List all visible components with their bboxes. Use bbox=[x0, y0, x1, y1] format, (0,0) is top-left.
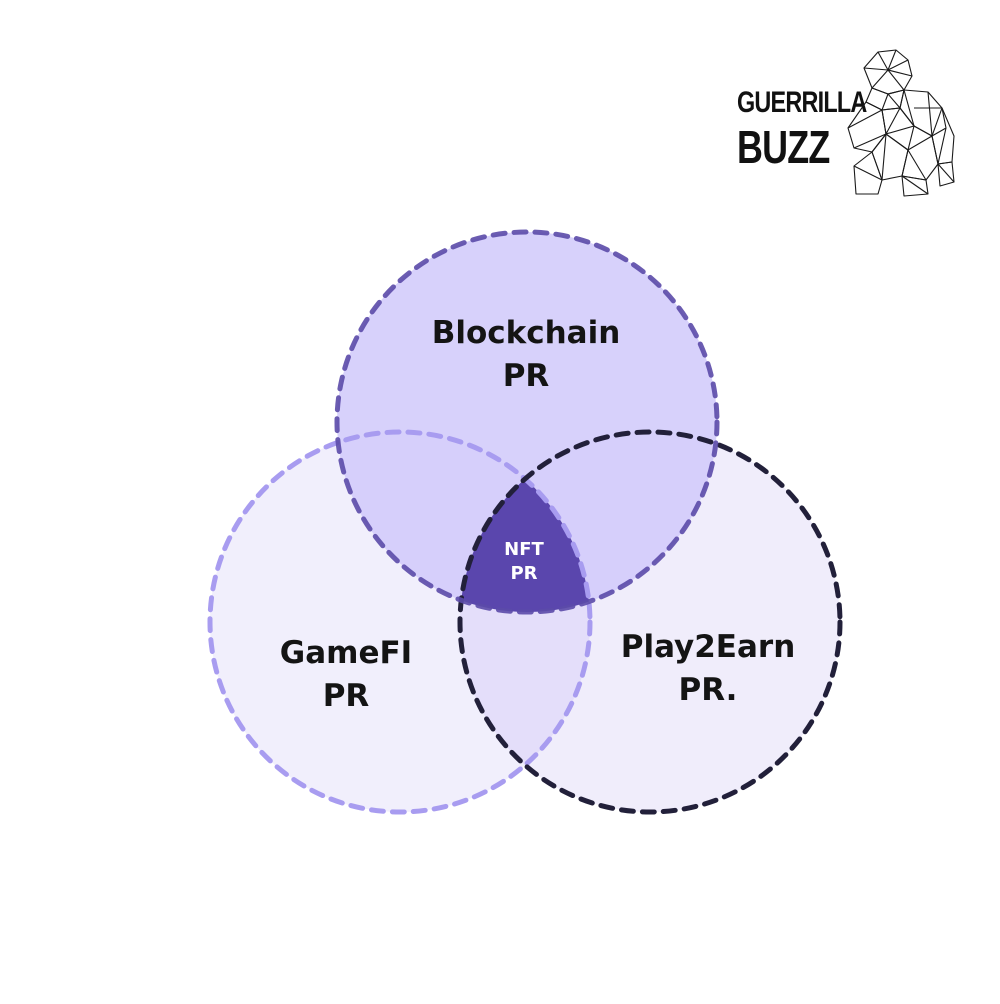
gamefi-border bbox=[207, 429, 593, 815]
gorilla-icon bbox=[847, 49, 955, 197]
blockchain-label-line1: Blockchain bbox=[431, 315, 621, 351]
brand-line2: BUZZ bbox=[737, 121, 830, 173]
blockchain-border bbox=[334, 229, 720, 615]
play2earn-label-line1: Play2Earn bbox=[620, 629, 796, 665]
nft-label-line1: NFT bbox=[504, 539, 544, 560]
blockchain-circle bbox=[337, 232, 717, 612]
brand-logo-text: GUERRILLA BUZZ bbox=[737, 86, 903, 173]
nft-center-region bbox=[460, 432, 590, 612]
play2earn-label: Play2Earn PR. bbox=[578, 626, 838, 712]
gamefi-label: GameFI PR bbox=[216, 632, 476, 718]
blockchain-label-line2: PR bbox=[502, 358, 550, 394]
blockchain-label: Blockchain PR bbox=[396, 312, 656, 398]
play2earn-border bbox=[457, 429, 843, 815]
nft-label-line2: PR bbox=[510, 563, 538, 584]
gamefi-label-line2: PR bbox=[322, 678, 370, 714]
play2earn-label-line2: PR. bbox=[678, 672, 738, 708]
nft-label: NFT PR bbox=[474, 538, 574, 586]
brand-line1: GUERRILLA bbox=[737, 86, 867, 119]
gamefi-label-line1: GameFI bbox=[279, 635, 413, 671]
